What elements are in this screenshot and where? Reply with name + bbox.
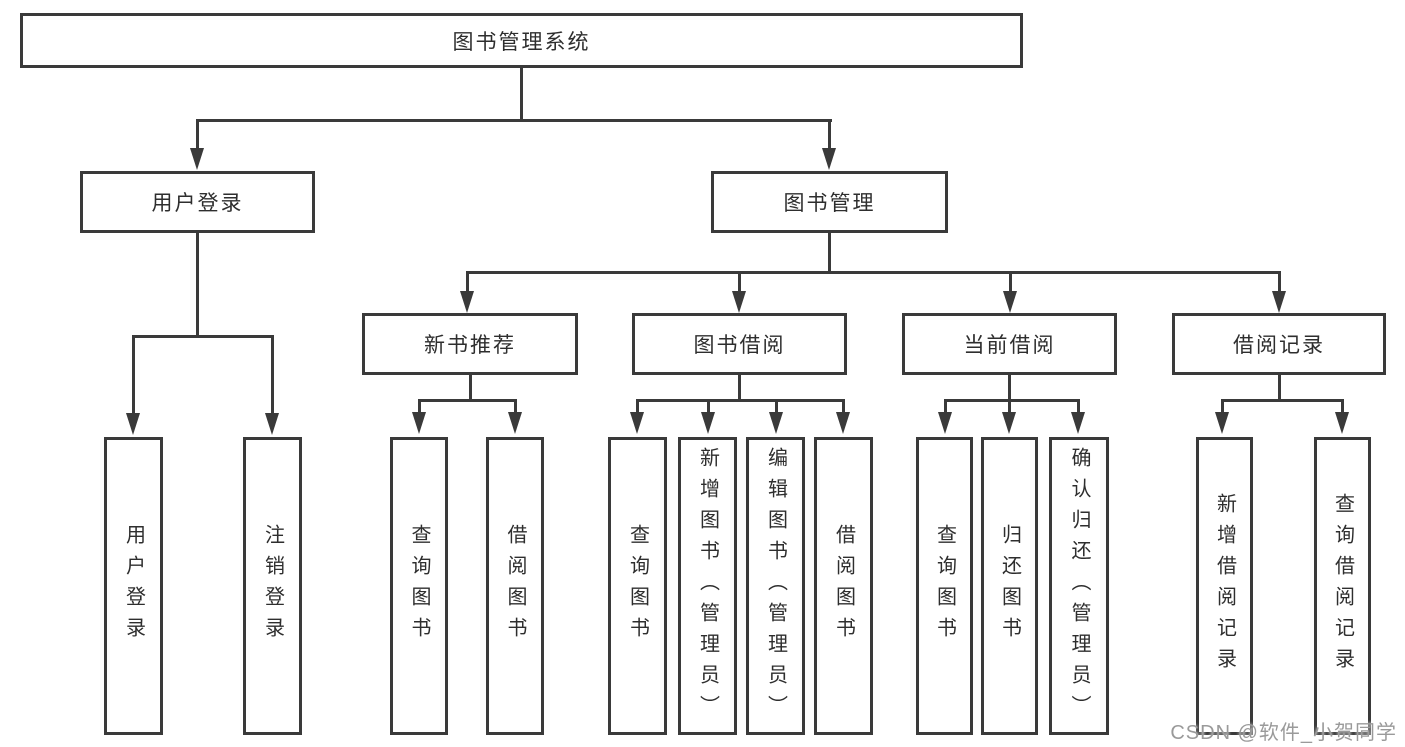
leaf-borrow-books-recommend: 借阅图书	[486, 437, 544, 735]
leaf-add-books-admin: 新增图书（管理员）	[678, 437, 737, 735]
connector-line	[636, 399, 639, 414]
connector-line	[514, 399, 517, 414]
node-label: 借阅图书	[832, 524, 855, 648]
arrowhead-down-icon	[126, 413, 140, 435]
leaf-logout: 注销登录	[243, 437, 302, 735]
node-borrowing-records: 借阅记录	[1172, 313, 1386, 375]
connector-line	[1278, 271, 1281, 293]
leaf-query-books-current: 查询图书	[916, 437, 973, 735]
arrowhead-down-icon	[822, 148, 836, 170]
leaf-user-login: 用户登录	[104, 437, 163, 735]
connector-line	[1009, 271, 1012, 293]
connector-line	[636, 399, 845, 402]
leaf-query-books-recommend: 查询图书	[390, 437, 448, 735]
connector-line	[196, 233, 199, 337]
arrowhead-down-icon	[630, 412, 644, 434]
node-label: 新增借阅记录	[1213, 493, 1236, 679]
connector-line	[196, 119, 199, 150]
connector-line	[466, 271, 1280, 274]
node-label: 用户登录	[151, 192, 244, 215]
node-label: 注销登录	[261, 524, 284, 648]
leaf-query-borrow-record: 查询借阅记录	[1314, 437, 1371, 735]
node-label: 借阅图书	[504, 524, 526, 648]
arrowhead-down-icon	[412, 412, 426, 434]
node-label: 图书借阅	[693, 334, 786, 357]
node-label: 图书管理	[783, 192, 876, 215]
csdn-watermark: CSDN @软件_小贺同学	[1170, 722, 1397, 744]
connector-line	[132, 335, 274, 338]
arrowhead-down-icon	[769, 412, 783, 434]
connector-line	[1221, 399, 1343, 402]
leaf-add-borrow-record: 新增借阅记录	[1196, 437, 1253, 735]
node-book-management: 图书管理	[711, 171, 948, 233]
leaf-return-books: 归还图书	[981, 437, 1038, 735]
connector-line	[707, 399, 710, 414]
arrowhead-down-icon	[732, 291, 746, 313]
arrowhead-down-icon	[938, 412, 952, 434]
arrowhead-down-icon	[460, 291, 474, 313]
arrowhead-down-icon	[1335, 412, 1349, 434]
connector-line	[469, 375, 472, 401]
leaf-query-books-borrow: 查询图书	[608, 437, 667, 735]
leaf-borrow-books: 借阅图书	[814, 437, 873, 735]
arrowhead-down-icon	[1215, 412, 1229, 434]
node-label: 确认归还（管理员）	[1068, 446, 1090, 726]
node-label: 新增图书（管理员）	[696, 446, 719, 726]
arrowhead-down-icon	[1003, 291, 1017, 313]
node-label: 查询借阅记录	[1331, 493, 1354, 679]
node-book-borrowing: 图书借阅	[632, 313, 847, 375]
arrowhead-down-icon	[265, 413, 279, 435]
connector-line	[418, 399, 517, 402]
connector-line	[944, 399, 1080, 402]
connector-line	[1221, 399, 1224, 414]
connector-line	[828, 119, 831, 150]
arrowhead-down-icon	[508, 412, 522, 434]
arrowhead-down-icon	[190, 148, 204, 170]
leaf-edit-books-admin: 编辑图书（管理员）	[746, 437, 805, 735]
node-label: 查询图书	[408, 524, 430, 648]
arrowhead-down-icon	[701, 412, 715, 434]
connector-line	[196, 119, 832, 122]
node-current-borrowing: 当前借阅	[902, 313, 1117, 375]
connector-line	[775, 399, 778, 414]
arrowhead-down-icon	[1071, 412, 1085, 434]
connector-line	[466, 271, 469, 293]
arrowhead-down-icon	[1002, 412, 1016, 434]
node-label: 归还图书	[998, 524, 1021, 648]
connector-line	[738, 375, 741, 401]
node-label: 查询图书	[933, 524, 956, 648]
node-label: 图书管理系统	[452, 30, 591, 54]
connector-line	[271, 335, 274, 414]
node-library-management-system: 图书管理系统	[20, 13, 1023, 68]
leaf-confirm-return-admin: 确认归还（管理员）	[1049, 437, 1109, 735]
connector-line	[418, 399, 421, 414]
node-label: 查询图书	[626, 524, 649, 648]
node-user-login: 用户登录	[80, 171, 315, 233]
arrowhead-down-icon	[836, 412, 850, 434]
node-label: 用户登录	[122, 524, 145, 648]
node-label: 新书推荐	[424, 334, 516, 357]
connector-line	[1077, 399, 1080, 414]
connector-line	[132, 335, 135, 414]
connector-line	[520, 68, 523, 119]
connector-line	[944, 399, 947, 414]
node-label: 借阅记录	[1233, 334, 1325, 357]
arrowhead-down-icon	[1272, 291, 1286, 313]
connector-line	[1008, 399, 1011, 414]
connector-line	[842, 399, 845, 414]
connector-line	[1278, 375, 1281, 401]
node-new-book-recommend: 新书推荐	[362, 313, 578, 375]
node-label: 当前借阅	[963, 334, 1056, 357]
connector-line	[1341, 399, 1344, 414]
connector-line	[828, 233, 831, 273]
connector-line	[738, 271, 741, 293]
node-label: 编辑图书（管理员）	[764, 446, 787, 726]
connector-line	[1008, 375, 1011, 401]
